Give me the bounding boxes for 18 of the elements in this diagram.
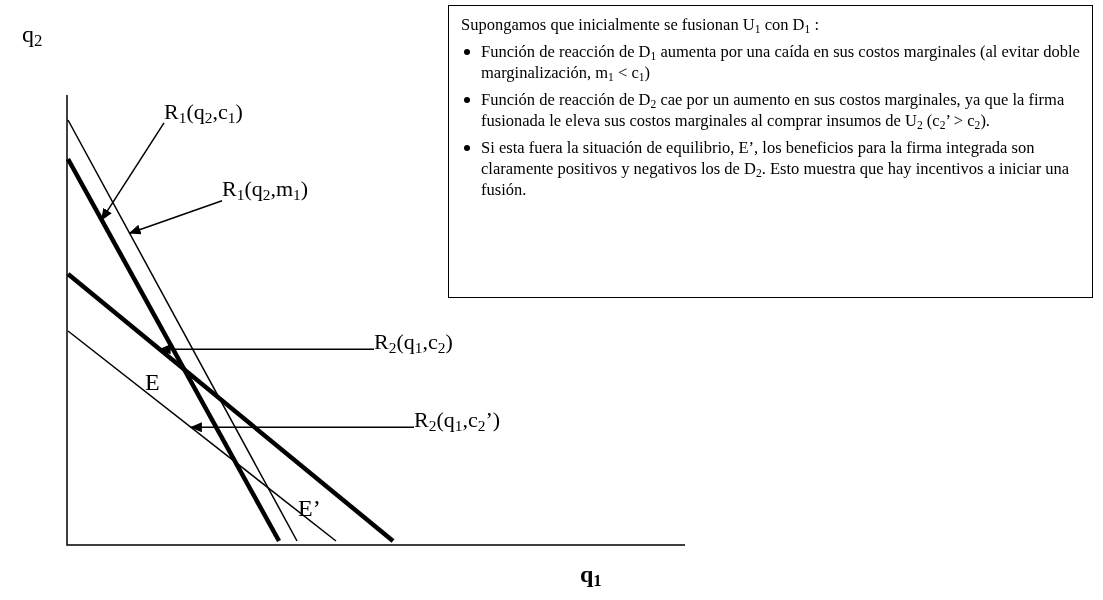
text: Función de reacción de D$_{1}$ aumenta por una caída en sus costos marginales (al evitar doble marginalización, m$_{1}$ < c$_{1}$) xyxy=(481,42,1080,82)
axis-label: q$_{2}$ xyxy=(22,20,43,48)
leader-line xyxy=(158,344,375,355)
text: Supongamos que inicialmente se fusionan U$_{1}$ con D$_{1}$ : xyxy=(461,14,821,35)
text: Función de reacción de D$_{2}$ cae por un aumento en sus costos marginales, ya que la firma fusionada le eleva sus costos marginales al comprar insumos de U$_{2}$ (c$_{2}$’ > c$_{2}$). xyxy=(481,90,1065,130)
curve-label: R$_{2}$(q$_{1}$,c$_{2}$) xyxy=(374,329,453,355)
curve-label: R$_{1}$(q$_{2}$,c$_{1}$) xyxy=(164,99,243,125)
leader-line xyxy=(128,199,223,235)
point-label: E xyxy=(145,368,160,396)
leader-line xyxy=(100,122,165,221)
curve-label: R$_{2}$(q$_{1}$,c$_{2}$’) xyxy=(414,407,501,433)
curve-label: R$_{1}$(q$_{2}$,m$_{1}$) xyxy=(222,176,309,202)
leader-line xyxy=(189,422,415,433)
text: Si esta fuera la situación de equilibrio, E’, los beneficios para la firma integrada son claramente positivos y negativos los de D$_{2}$. Esto muestra que hay incentivos a iniciar una fusión. xyxy=(481,138,1070,199)
text-box xyxy=(448,5,1093,298)
axis-label: q$_{1}$ xyxy=(580,560,602,588)
reaction-curve xyxy=(66,272,395,543)
point-label: E’ xyxy=(298,494,321,522)
